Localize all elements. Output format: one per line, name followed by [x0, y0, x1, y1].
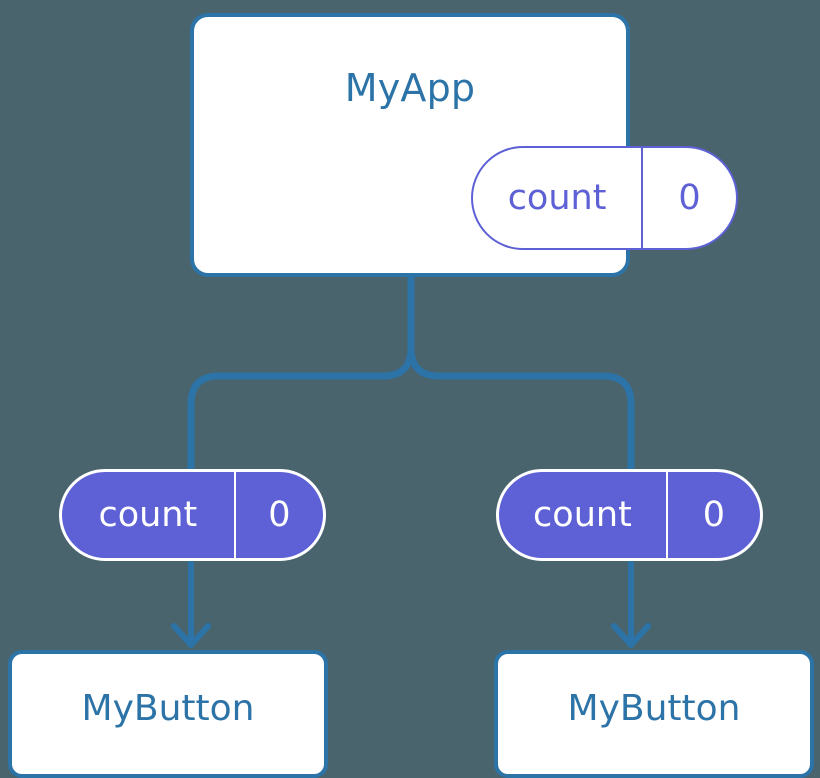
component-title: MyButton [567, 688, 741, 729]
component-card-mybutton-left[interactable]: MyButton [8, 650, 328, 778]
arrow-left [171, 559, 211, 648]
state-pill-branch-right[interactable]: count 0 [496, 469, 763, 561]
state-value: 0 [233, 472, 323, 558]
state-pill-branch-left[interactable]: count 0 [59, 469, 326, 561]
arrow-right [611, 559, 651, 648]
branch-edge-right [407, 347, 635, 470]
branch-edge-left [187, 347, 415, 470]
component-title: MyApp [344, 66, 476, 110]
state-key: count [507, 177, 607, 218]
state-key: count [533, 494, 632, 535]
state-value: 0 [665, 472, 760, 558]
component-card-myapp[interactable]: MyApp count 0 [190, 13, 738, 277]
state-key: count [98, 494, 198, 535]
component-card-mybutton-right[interactable]: MyButton [494, 650, 814, 778]
component-title: MyButton [81, 688, 255, 729]
state-value: 0 [641, 148, 736, 248]
state-pill-root[interactable]: count 0 [471, 146, 738, 250]
